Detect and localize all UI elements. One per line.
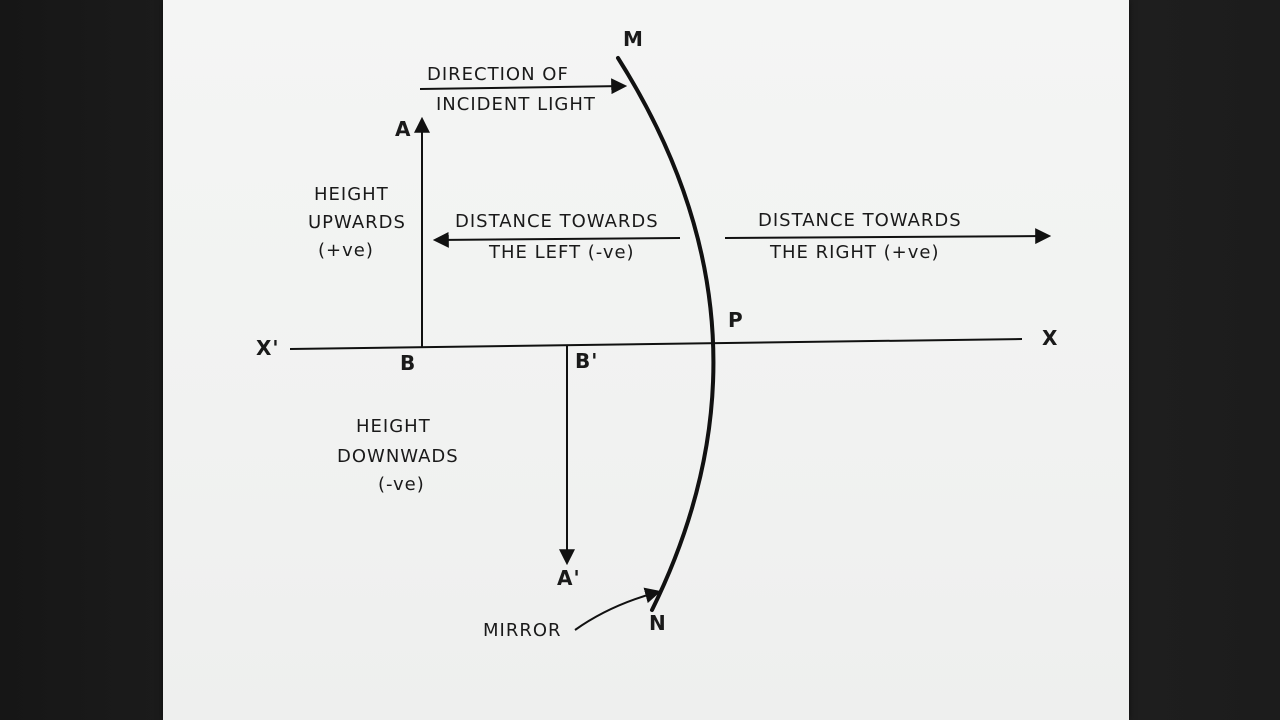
label-b-prime: B' [575,349,598,373]
mirror-label: MIRROR [483,620,562,641]
concave-mirror [616,56,716,612]
dist-right-line2: THE RIGHT (+ve) [769,242,940,263]
height-down-line3: (-ve) [378,474,425,495]
incident-label-line2: INCIDENT LIGHT [436,94,596,115]
label-x-prime: X' [256,336,280,360]
dist-left-line1: DISTANCE TOWARDS [455,211,659,232]
incident-label-line1: DIRECTION OF [427,64,569,85]
incident-light-arrow [419,78,628,95]
label-m: M [623,27,644,51]
label-p: P [728,308,744,332]
mirror-pointer-arrow [574,587,662,631]
label-a: A [395,117,411,141]
principal-axis [289,338,1023,350]
dist-right-line1: DISTANCE TOWARDS [758,210,962,231]
distance-right-arrow [724,228,1052,245]
height-up-line2: UPWARDS [308,212,406,233]
height-down-line1: HEIGHT [356,416,431,437]
distance-left-arrow [432,231,681,248]
label-n: N [649,611,667,635]
dist-left-line2: THE LEFT (-ve) [488,242,635,263]
height-up-line3: (+ve) [318,240,374,261]
height-up-line1: HEIGHT [314,184,389,205]
label-a-prime: A' [557,566,581,590]
label-x: X [1042,326,1058,350]
label-b: B [400,351,416,375]
height-down-line2: DOWNWADS [337,446,459,467]
